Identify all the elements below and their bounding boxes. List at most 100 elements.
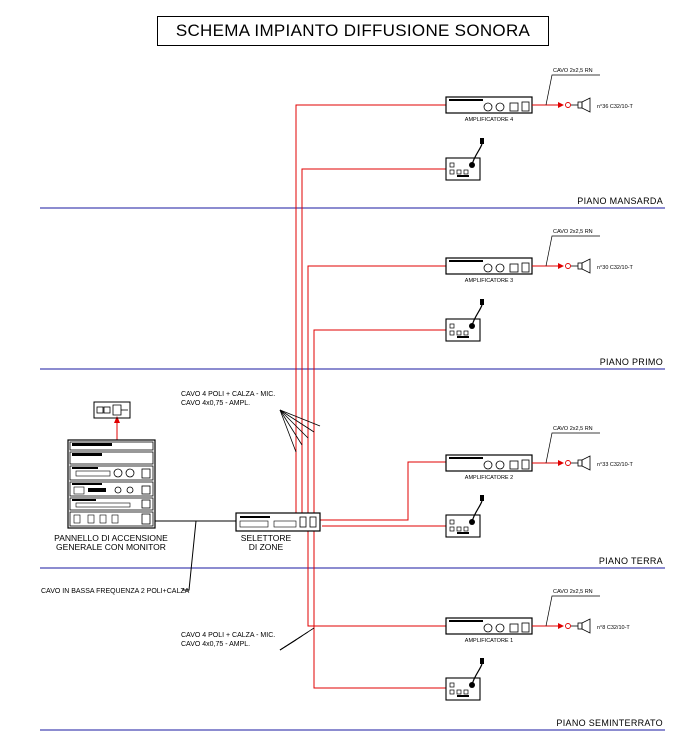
floor-label-primo: PIANO PRIMO bbox=[600, 357, 663, 367]
amplifier-knob bbox=[495, 623, 505, 633]
cable-leader bbox=[545, 235, 600, 267]
amplifier-group-1: AMPLIFICATORE 1 n°8 C32/10-T CAVO 2x2,5 RN bbox=[445, 589, 630, 701]
amplifier-knob bbox=[495, 460, 505, 470]
loudspeaker-cone-icon bbox=[581, 258, 591, 274]
speaker-node-icon bbox=[565, 460, 571, 466]
microphone-head bbox=[480, 299, 484, 305]
wire-mic-3 bbox=[313, 329, 446, 515]
amplifier-knob bbox=[483, 623, 493, 633]
amplifier-header-strip bbox=[449, 620, 483, 622]
cable-leader bbox=[545, 595, 600, 627]
microphone-console-icon bbox=[445, 658, 484, 701]
microphone-head bbox=[480, 138, 484, 144]
loudspeaker-cone-icon bbox=[581, 455, 591, 471]
cable-label: CAVO 2x2,5 RN bbox=[553, 229, 593, 235]
amplifier-knob bbox=[483, 263, 493, 273]
cable-leader bbox=[545, 432, 600, 464]
floor-lines bbox=[40, 207, 665, 731]
cable-note-upper-line2: CAVO 4x0,75 - AMPL. bbox=[181, 400, 250, 407]
amplifier-group-4: AMPLIFICATORE 4 n°36 C32/10-T CAVO 2x2,5 R… bbox=[445, 68, 633, 181]
loudspeaker-icon bbox=[577, 459, 583, 467]
cable-note-low-freq: CAVO IN BASSA FREQUENZA 2 POLI+CALZA bbox=[41, 588, 190, 595]
loudspeaker-cone-icon bbox=[581, 97, 591, 113]
speaker-count-label: n°30 C32/10-T bbox=[597, 265, 633, 271]
microphone-gooseneck bbox=[471, 500, 483, 523]
amplifier-label: AMPLIFICATORE 3 bbox=[465, 278, 513, 284]
amplifier-knob bbox=[483, 102, 493, 112]
amplifier-label: AMPLIFICATORE 2 bbox=[465, 475, 513, 481]
cable-label: CAVO 2x2,5 RN bbox=[553, 426, 593, 432]
amplifier-knob bbox=[495, 263, 505, 273]
amplifier-group-3: AMPLIFICATORE 3 n°30 C32/10-T CAVO 2x2,5 R… bbox=[445, 229, 633, 342]
monitor-arrow bbox=[114, 416, 120, 423]
microphone-head bbox=[480, 658, 484, 664]
cable-note-lower-line2: CAVO 4x0,75 - AMPL. bbox=[181, 641, 250, 648]
speaker-wire-arrow bbox=[558, 623, 564, 629]
cable-note-upper: CAVO 4 POLI + CALZA - MIC. CAVO 4x0,75 -… bbox=[181, 391, 275, 407]
wire-amp-2 bbox=[320, 461, 446, 521]
monitor-icon bbox=[93, 401, 131, 419]
amplifier-connector bbox=[521, 459, 530, 470]
cable-note-lower-line1: CAVO 4 POLI + CALZA - MIC. bbox=[181, 632, 275, 639]
wire-mic-1 bbox=[313, 530, 446, 689]
amplifier-header-strip bbox=[449, 99, 483, 101]
microphone-console-icon bbox=[445, 299, 484, 342]
microphone-gooseneck bbox=[471, 304, 483, 327]
floor-label-terra: PIANO TERRA bbox=[599, 556, 663, 566]
control-panel-rack bbox=[67, 439, 156, 529]
cable-note-lower-leaders bbox=[279, 627, 315, 651]
wire-amp-4 bbox=[295, 104, 446, 515]
microphone-console-icon bbox=[445, 138, 484, 181]
amplifier-label: AMPLIFICATORE 1 bbox=[465, 638, 513, 644]
amplifier-rows: AMPLIFICATORE 4 n°36 C32/10-T CAVO 2x2,5 R… bbox=[445, 68, 633, 701]
speaker-count-label: n°8 C32/10-T bbox=[597, 625, 630, 631]
speaker-wire-arrow bbox=[558, 263, 564, 269]
selector-label-line2: DI ZONE bbox=[249, 542, 284, 552]
microphone-head bbox=[480, 495, 484, 501]
wire-mic-4 bbox=[301, 168, 446, 515]
amplifier-label: AMPLIFICATORE 4 bbox=[465, 117, 513, 123]
cable-leader bbox=[545, 74, 600, 106]
cable-note-lower: CAVO 4 POLI + CALZA - MIC. CAVO 4x0,75 -… bbox=[181, 632, 275, 648]
amplifier-header-strip bbox=[449, 457, 483, 459]
microphone-gooseneck bbox=[471, 143, 483, 166]
amplifier-switch bbox=[509, 102, 519, 112]
amplifier-knob bbox=[483, 460, 493, 470]
floor-label-seminterrato: PIANO SEMINTERRATO bbox=[556, 718, 663, 728]
speaker-node-icon bbox=[565, 102, 571, 108]
amplifier-connector bbox=[521, 262, 530, 273]
cable-note-upper-line1: CAVO 4 POLI + CALZA - MIC. bbox=[181, 391, 275, 398]
speaker-count-label: n°36 C32/10-T bbox=[597, 104, 633, 110]
floor-label-mansarda: PIANO MANSARDA bbox=[577, 196, 663, 206]
wire-low-freq bbox=[182, 520, 197, 591]
microphone-console-icon bbox=[445, 495, 484, 538]
loudspeaker-icon bbox=[577, 101, 583, 109]
zone-selector bbox=[235, 512, 321, 532]
speaker-wire-arrow bbox=[558, 460, 564, 466]
cable-note-upper-leaders bbox=[279, 409, 321, 453]
diagram-title: SCHEMA IMPIANTO DIFFUSIONE SONORA bbox=[157, 16, 549, 46]
wire-bundle bbox=[116, 104, 446, 689]
amplifier-header-strip bbox=[449, 260, 483, 262]
amplifier-group-2: AMPLIFICATORE 2 n°33 C32/10-T CAVO 2x2,5 R… bbox=[445, 426, 633, 538]
selector-label-line1: SELETTORE bbox=[241, 533, 292, 543]
panel-label-line2: GENERALE CON MONITOR bbox=[56, 542, 166, 552]
cable-label: CAVO 2x2,5 RN bbox=[553, 68, 593, 74]
amplifier-connector bbox=[521, 622, 530, 633]
speaker-count-label: n°33 C32/10-T bbox=[597, 462, 633, 468]
floor-labels: PIANO MANSARDA PIANO PRIMO PIANO TERRA P… bbox=[556, 196, 663, 728]
cable-label: CAVO 2x2,5 RN bbox=[553, 589, 593, 595]
amplifier-switch bbox=[509, 460, 519, 470]
amplifier-switch bbox=[509, 623, 519, 633]
microphone-gooseneck bbox=[471, 663, 483, 686]
amplifier-knob bbox=[495, 102, 505, 112]
amplifier-connector bbox=[521, 101, 530, 112]
wire-amp-3 bbox=[307, 265, 446, 515]
loudspeaker-cone-icon bbox=[581, 618, 591, 634]
amplifier-switch bbox=[509, 263, 519, 273]
loudspeaker-icon bbox=[577, 622, 583, 630]
panel-label-line1: PANNELLO DI ACCENSIONE bbox=[54, 533, 168, 543]
speaker-wire-arrow bbox=[558, 102, 564, 108]
speaker-node-icon bbox=[565, 263, 571, 269]
